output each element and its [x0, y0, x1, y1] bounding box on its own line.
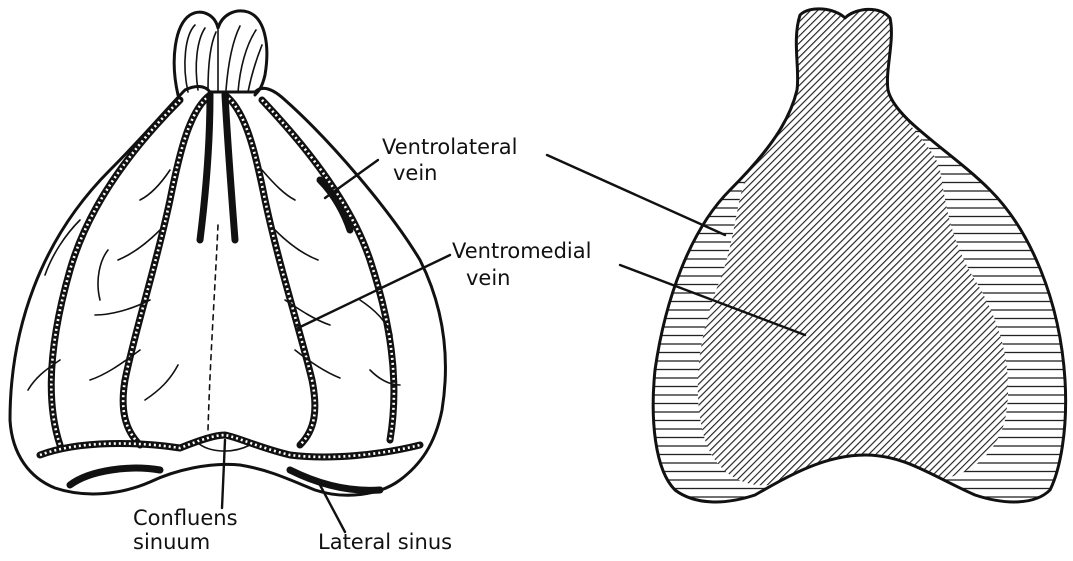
- right-cerebellum-schematic: [640, 0, 1073, 520]
- confluens-leader: [222, 440, 225, 508]
- ventromedial-label-line1: Ventromedial: [452, 239, 591, 263]
- lateral-sinus-leader: [320, 485, 345, 532]
- ventrolateral-label-line1: Ventrolateral: [382, 135, 517, 159]
- ventrolateral-leader-right: [547, 155, 725, 235]
- left-cerebellum-drawing: [10, 11, 446, 495]
- ventrolateral-label-line2: vein: [393, 161, 438, 185]
- confluens-label-line1: Confluens: [133, 506, 238, 530]
- ventromedial-label-line2: vein: [466, 266, 511, 290]
- lateral-sinus-label: Lateral sinus: [318, 530, 452, 554]
- confluens-label-line2: sinuum: [133, 530, 210, 554]
